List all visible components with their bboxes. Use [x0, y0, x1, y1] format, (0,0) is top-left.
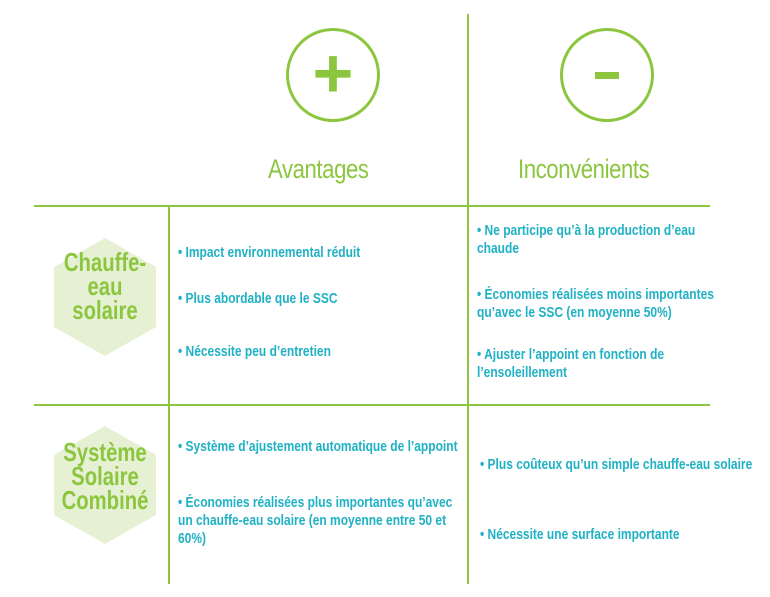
- row-title-line: solaire: [72, 295, 138, 325]
- disadvantage-item: • Ne participe qu’à la production d’eau …: [477, 222, 696, 257]
- disadvantages-heading: Inconvénients: [518, 154, 650, 184]
- row-title-line: Système: [63, 437, 147, 467]
- hexagon-shape: [54, 426, 156, 544]
- disadvantage-item: • Plus coûteux qu’un simple chauffe-eau …: [480, 456, 753, 473]
- disadvantage-item: • Économies réalisées moins importantes …: [477, 286, 714, 321]
- plus-circle-icon: +: [286, 28, 380, 122]
- row-title-chauffe-eau: Chauffe- eau solaire: [40, 247, 170, 325]
- row-title-line: Combiné: [61, 485, 149, 515]
- plus-symbol: +: [312, 34, 354, 112]
- row-title-line: Solaire: [71, 461, 139, 491]
- row-title-line: eau: [87, 271, 123, 301]
- advantages-heading: Avantages: [268, 154, 369, 184]
- disadvantage-item: • Nécessite une surface importante: [480, 526, 680, 543]
- row-title-line: Chauffe-: [63, 247, 147, 277]
- row-divider: [34, 404, 710, 406]
- center-divider: [467, 14, 469, 584]
- advantage-item: • Système d’ajustement automatique de l’…: [178, 438, 458, 455]
- advantage-item: • Plus abordable que le SSC: [178, 290, 338, 307]
- advantage-item: • Impact environnemental réduit: [178, 244, 361, 261]
- minus-symbol: [595, 71, 619, 79]
- header-divider: [34, 205, 710, 207]
- minus-circle-icon: [560, 28, 654, 122]
- disadvantage-item: • Ajuster l’appoint en fonction de l’ens…: [477, 346, 665, 381]
- advantage-item: • Nécessite peu d’entretien: [178, 343, 331, 360]
- row-title-ssc: Système Solaire Combiné: [40, 437, 170, 515]
- hexagon-shape: [54, 238, 156, 356]
- advantage-item: • Économies réalisées plus importantes q…: [178, 494, 453, 547]
- row-header-divider: [168, 206, 170, 584]
